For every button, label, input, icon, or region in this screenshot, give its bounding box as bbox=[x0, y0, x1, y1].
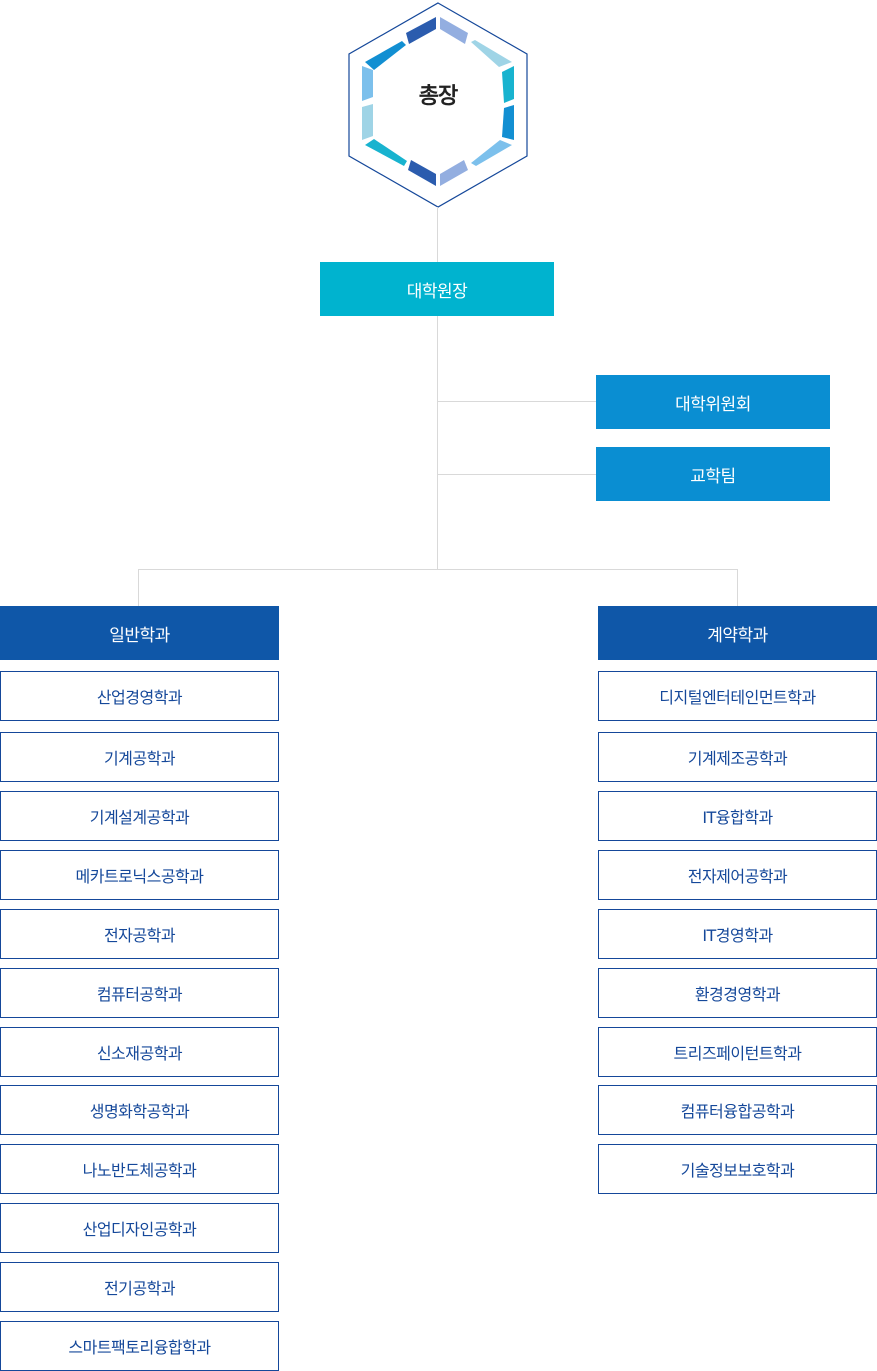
contract-dept-item: 환경경영학과 bbox=[598, 968, 877, 1018]
contract-header: 계약학과 bbox=[598, 606, 877, 660]
connector-left-drop bbox=[138, 569, 139, 606]
dept-label: 나노반도체공학과 bbox=[82, 1161, 197, 1180]
dept-label: 전자공학과 bbox=[103, 926, 176, 945]
dept-label: 컴퓨터공학과 bbox=[96, 985, 183, 1004]
general-header: 일반학과 bbox=[0, 606, 279, 660]
contract-dept-item: 기술정보보호학과 bbox=[598, 1144, 877, 1194]
dept-label: 컴퓨터융합공학과 bbox=[680, 1102, 795, 1121]
contract-dept-item: 기계제조공학과 bbox=[598, 732, 877, 782]
dean-label: 대학원장 bbox=[406, 281, 468, 302]
academic-team-box: 교학팀 bbox=[596, 447, 830, 501]
contract-dept-item: IT융합학과 bbox=[598, 791, 877, 841]
contract-dept-item: IT경영학과 bbox=[598, 909, 877, 959]
general-dept-item: 기계공학과 bbox=[0, 732, 279, 782]
contract-dept-item: 트리즈페이턴트학과 bbox=[598, 1027, 877, 1077]
contract-dept-item: 전자제어공학과 bbox=[598, 850, 877, 900]
dept-label: 산업디자인공학과 bbox=[82, 1220, 197, 1239]
dept-label: 신소재공학과 bbox=[96, 1044, 183, 1063]
president-hexagon bbox=[348, 2, 528, 208]
general-dept-item: 기계설계공학과 bbox=[0, 791, 279, 841]
general-dept-item: 전자공학과 bbox=[0, 909, 279, 959]
dept-label: 산업경영학과 bbox=[96, 688, 183, 707]
dept-label: 메카트로닉스공학과 bbox=[75, 867, 204, 886]
connector-committee-1 bbox=[437, 401, 596, 402]
dept-label: 기계제조공학과 bbox=[687, 749, 788, 768]
dept-label: IT경영학과 bbox=[702, 926, 773, 945]
committee-box: 대학위원회 bbox=[596, 375, 830, 429]
general-dept-item: 생명화학공학과 bbox=[0, 1085, 279, 1135]
committee-label: 대학위원회 bbox=[675, 394, 751, 415]
general-dept-item: 스마트팩토리융합학과 bbox=[0, 1321, 279, 1371]
dept-label: 스마트팩토리융합학과 bbox=[68, 1338, 211, 1357]
general-dept-item: 신소재공학과 bbox=[0, 1027, 279, 1077]
dept-label: 생명화학공학과 bbox=[89, 1102, 190, 1121]
dept-label: 트리즈페이턴트학과 bbox=[673, 1044, 802, 1063]
connector-dean-trunk bbox=[437, 316, 438, 570]
dean-box: 대학원장 bbox=[320, 262, 554, 316]
general-dept-item: 나노반도체공학과 bbox=[0, 1144, 279, 1194]
general-dept-item: 컴퓨터공학과 bbox=[0, 968, 279, 1018]
dept-label: 환경경영학과 bbox=[694, 985, 781, 1004]
dept-label: IT융합학과 bbox=[702, 808, 773, 827]
general-dept-item: 메카트로닉스공학과 bbox=[0, 850, 279, 900]
connector-right-drop bbox=[737, 569, 738, 606]
contract-header-label: 계약학과 bbox=[707, 625, 768, 646]
dept-label: 전기공학과 bbox=[103, 1279, 176, 1298]
connector-president-dean bbox=[437, 207, 438, 262]
dept-label: 디지털엔터테인먼트학과 bbox=[659, 688, 816, 707]
general-dept-item: 산업경영학과 bbox=[0, 671, 279, 721]
connector-committee-2 bbox=[437, 474, 596, 475]
general-dept-item: 산업디자인공학과 bbox=[0, 1203, 279, 1253]
dept-label: 기술정보보호학과 bbox=[680, 1161, 795, 1180]
general-header-label: 일반학과 bbox=[109, 625, 170, 646]
connector-horizontal-branch bbox=[138, 569, 738, 570]
general-dept-item: 전기공학과 bbox=[0, 1262, 279, 1312]
dept-label: 전자제어공학과 bbox=[687, 867, 788, 886]
contract-dept-item: 디지털엔터테인먼트학과 bbox=[598, 671, 877, 721]
contract-dept-item: 컴퓨터융합공학과 bbox=[598, 1085, 877, 1135]
president-label: 총장 bbox=[418, 84, 458, 109]
dept-label: 기계공학과 bbox=[103, 749, 176, 768]
dept-label: 기계설계공학과 bbox=[89, 808, 190, 827]
academic-team-label: 교학팀 bbox=[690, 466, 736, 487]
